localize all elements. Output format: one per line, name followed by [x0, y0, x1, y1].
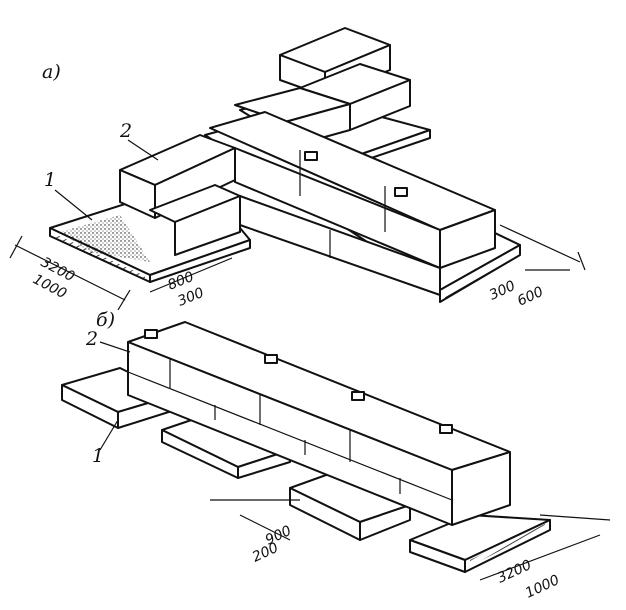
b-pad-3	[289, 469, 411, 541]
fig-b-label: б)	[96, 309, 115, 331]
a-blocks-long-wall	[209, 111, 496, 296]
a-dim-right-inner: 600	[515, 284, 546, 310]
b-block-label: 2	[85, 328, 98, 350]
a-dim-mid: 800 300	[149, 257, 233, 310]
b-dim-pad-inner: 1000	[523, 572, 562, 602]
fig-a-label: а)	[42, 61, 61, 83]
b-block-wall	[127, 321, 511, 526]
b-pad-4	[409, 514, 551, 573]
b-dim-gap: 900 200	[210, 499, 300, 566]
figure-b: б)	[61, 309, 611, 602]
figure-a: а) 2 1 3200 1000 800 300 300 600	[9, 27, 586, 311]
b-dim-pad-outer: 3200	[495, 557, 534, 587]
a-blocks-left	[119, 134, 241, 256]
a-pad-label: 1	[44, 169, 56, 191]
a-dim-right-outer: 300	[487, 278, 518, 304]
a-block-label: 2	[119, 120, 132, 142]
b-pad-label: 1	[92, 445, 104, 467]
